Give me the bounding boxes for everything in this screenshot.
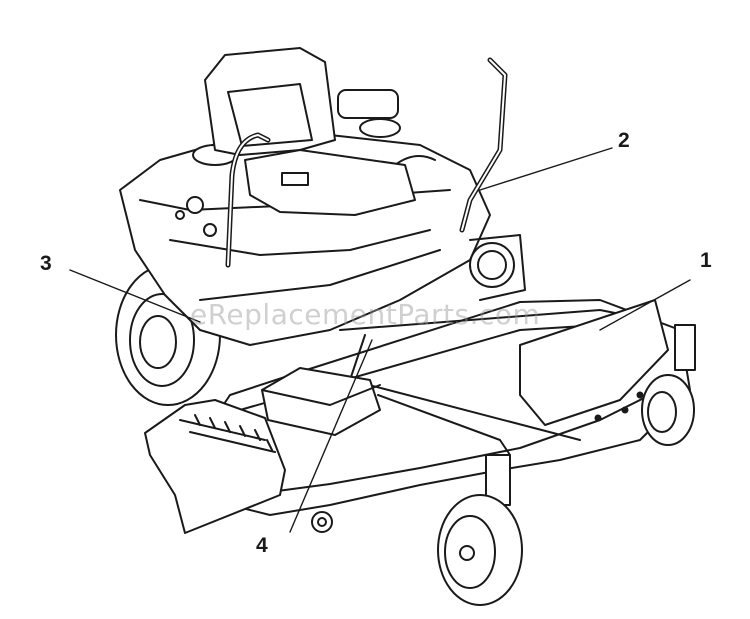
front-right-caster [437,454,523,606]
leader-line-1 [599,279,691,331]
callout-2: 2 [618,129,630,152]
hydro-pump [469,234,526,301]
operator-seat [204,47,416,216]
left-steering-lever [225,132,271,268]
leader-line-4 [289,339,373,533]
front-left-caster [641,324,696,446]
watermark: eReplacementParts.com [190,298,541,331]
deck-baffle [261,367,381,436]
callout-4: 4 [256,534,268,557]
fuel-tank [192,89,401,166]
right-steering-lever [459,57,508,233]
discharge-chute [144,399,286,534]
callout-1: 1 [700,249,712,272]
leader-line-2 [479,147,613,191]
callout-3: 3 [40,252,52,275]
control-panel [175,196,217,237]
anti-scalp-wheel [311,511,333,533]
leader-line-3 [69,269,201,323]
leader-lines [69,147,691,533]
